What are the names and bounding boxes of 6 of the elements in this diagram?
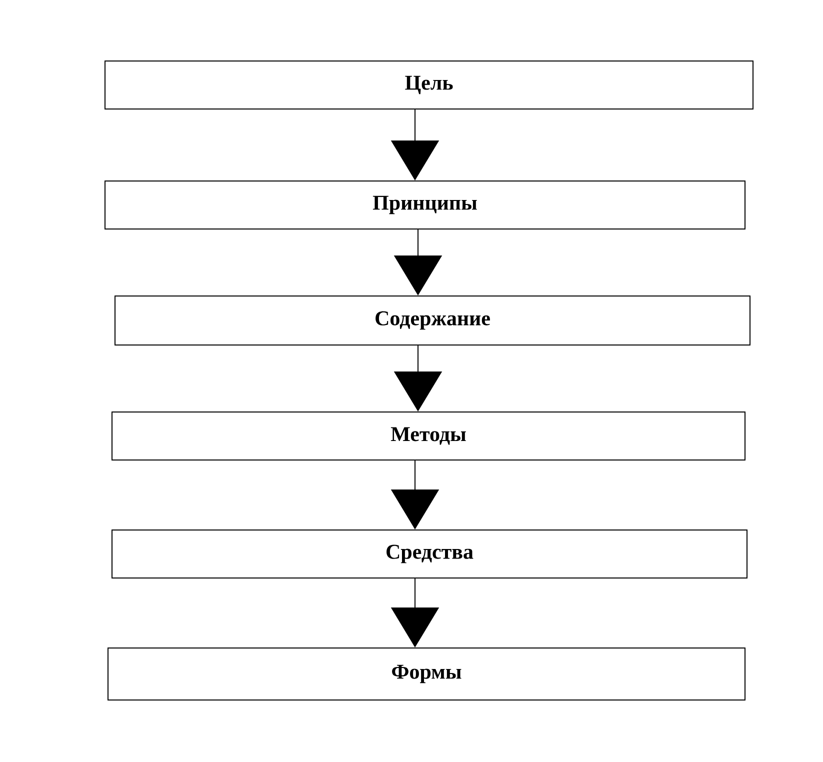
process-box: Средства: [112, 529, 748, 578]
process-box: Принципы: [104, 180, 746, 230]
process-box: Цель: [104, 60, 754, 110]
process-box: Формы: [108, 647, 746, 700]
process-box: Методы: [112, 411, 746, 460]
process-box: Содержание: [114, 296, 750, 346]
